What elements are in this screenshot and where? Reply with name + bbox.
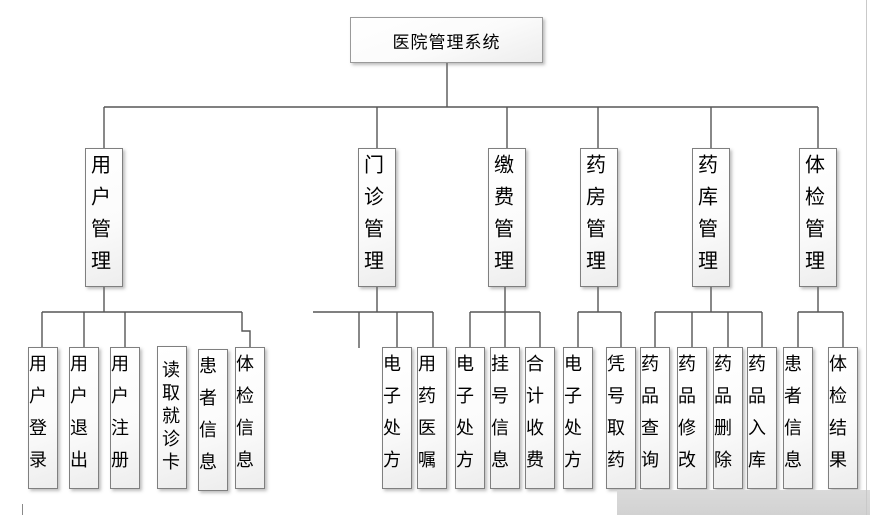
node-dispense-by-number[interactable]: 凭号取药 xyxy=(605,347,636,489)
node-label: 药房管理 xyxy=(582,153,605,282)
node-label: 挂号信息 xyxy=(489,354,509,482)
node-e-prescription-payment[interactable]: 电子处方 xyxy=(454,347,485,489)
node-label: 电子处方 xyxy=(381,354,401,482)
node-user-management[interactable]: 用户管理 xyxy=(85,148,123,287)
node-read-medical-card[interactable]: 读取就诊卡 xyxy=(157,346,187,489)
node-label: 用户退出 xyxy=(68,354,88,482)
node-label: 医院管理系统 xyxy=(392,32,501,52)
node-label: 凭号取药 xyxy=(605,354,625,482)
node-hospital-system[interactable]: 医院管理系统 xyxy=(350,17,543,63)
node-user-register[interactable]: 用户注册 xyxy=(109,347,140,489)
wire-jog-to-exam-info xyxy=(241,312,251,347)
node-label: 用户登录 xyxy=(27,354,47,482)
node-label: 药库管理 xyxy=(694,153,717,282)
node-label: 药品查询 xyxy=(639,354,659,482)
node-label: 体检信息 xyxy=(234,354,254,482)
node-label: 用药医嘱 xyxy=(416,354,436,482)
node-label: 门诊管理 xyxy=(360,153,383,282)
node-drug-delete[interactable]: 药品删除 xyxy=(712,347,743,489)
text-cursor xyxy=(22,504,23,515)
node-pharmacy-management[interactable]: 药房管理 xyxy=(580,148,618,287)
node-label: 药品修改 xyxy=(676,354,696,482)
node-total-charge[interactable]: 合计收费 xyxy=(524,347,555,489)
node-payment-management[interactable]: 缴费管理 xyxy=(488,148,526,287)
node-patient-info-exam[interactable]: 患者信息 xyxy=(782,347,813,489)
node-label: 患者信息 xyxy=(782,354,802,482)
page-right-border xyxy=(866,0,867,515)
node-outpatient-management[interactable]: 门诊管理 xyxy=(358,148,396,287)
node-label: 用户注册 xyxy=(109,354,129,482)
node-user-login[interactable]: 用户登录 xyxy=(27,347,58,489)
node-label: 合计收费 xyxy=(524,354,544,482)
node-e-prescription-pharmacy[interactable]: 电子处方 xyxy=(562,347,593,489)
node-drug-query[interactable]: 药品查询 xyxy=(639,347,670,489)
node-label: 药品入库 xyxy=(746,354,766,482)
node-physical-exam-management[interactable]: 体检管理 xyxy=(799,148,837,287)
node-e-prescription-outpatient[interactable]: 电子处方 xyxy=(381,347,412,489)
node-label: 读取就诊卡 xyxy=(160,360,180,475)
node-label: 用户管理 xyxy=(87,153,110,282)
node-patient-info[interactable]: 患者信息 xyxy=(197,349,228,491)
node-label: 体检结果 xyxy=(827,354,847,482)
node-drugstore-management[interactable]: 药库管理 xyxy=(692,148,730,287)
node-drug-inbound[interactable]: 药品入库 xyxy=(746,347,777,489)
node-label: 缴费管理 xyxy=(490,153,513,282)
node-user-logout[interactable]: 用户退出 xyxy=(68,347,99,489)
page-edge-gray-region xyxy=(617,490,870,515)
node-exam-result[interactable]: 体检结果 xyxy=(827,347,858,489)
node-label: 药品删除 xyxy=(712,354,732,482)
node-label: 电子处方 xyxy=(562,354,582,482)
node-registration-info[interactable]: 挂号信息 xyxy=(489,347,520,489)
node-label: 体检管理 xyxy=(801,153,824,282)
node-medication-order[interactable]: 用药医嘱 xyxy=(416,347,447,489)
node-label: 患者信息 xyxy=(197,356,217,484)
node-exam-info[interactable]: 体检信息 xyxy=(234,347,265,489)
node-label: 电子处方 xyxy=(454,354,474,482)
node-drug-modify[interactable]: 药品修改 xyxy=(676,347,707,489)
